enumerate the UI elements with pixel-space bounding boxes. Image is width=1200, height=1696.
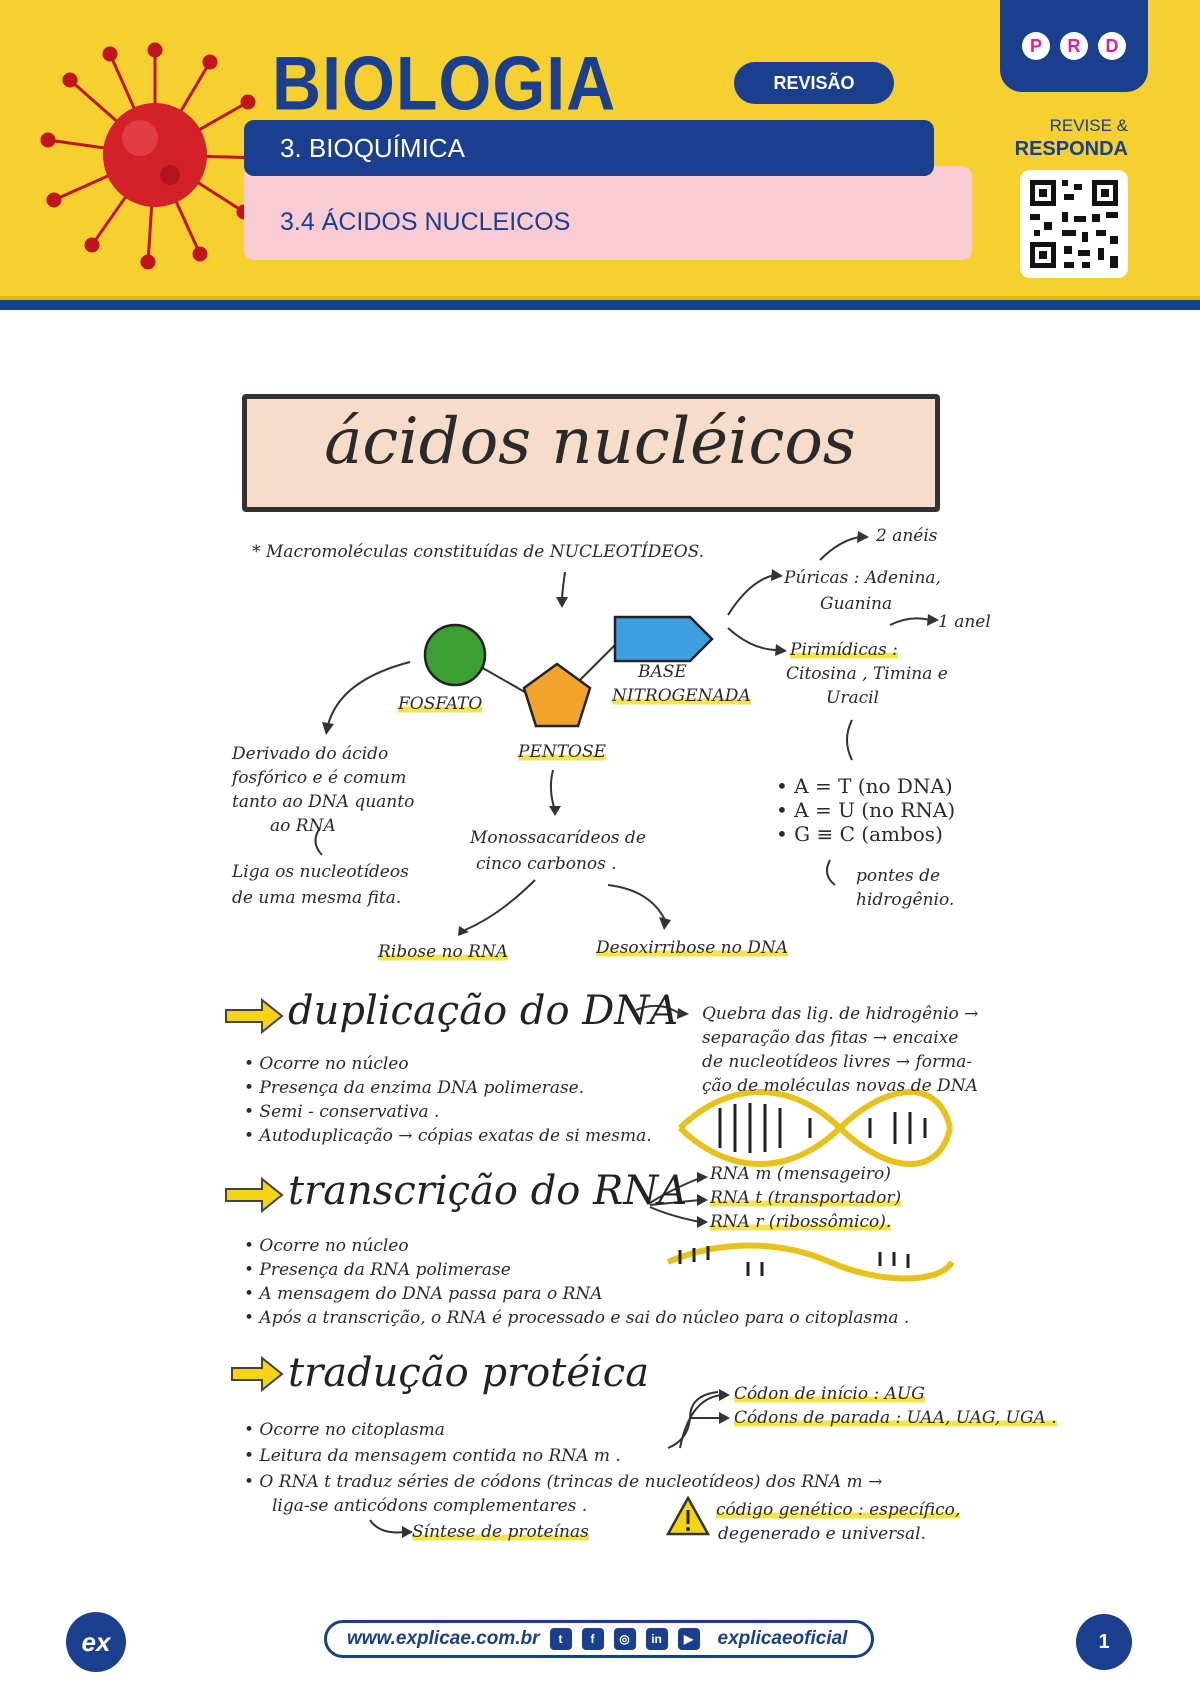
codigo-line1: código genético : específico,	[716, 1500, 961, 1520]
dup-desc-1: Quebra das lig. de hidrogênio →	[702, 1004, 979, 1024]
fosfato-liga-2: de uma mesma fita.	[232, 888, 402, 908]
linkedin-icon[interactable]: in	[645, 1628, 668, 1650]
website-link[interactable]: www.explicae.com.br	[347, 1628, 540, 1649]
purinas-line2: Guanina	[820, 594, 893, 614]
pontes-line1: pontes de	[856, 866, 941, 886]
trans-bullet-2: • Presença da RNA polimerase	[244, 1260, 511, 1280]
pair-at: • A = T (no DNA)	[776, 774, 953, 798]
page-number: 1	[1076, 1614, 1132, 1670]
notes-title: ácidos nucléicos	[324, 405, 856, 479]
pirimidicas-line3: Uracil	[826, 688, 879, 708]
subject-title: BIOLOGIA	[272, 41, 617, 127]
header-divider	[0, 300, 1200, 310]
fosfato-label: FOSFATO	[398, 694, 483, 714]
instagram-icon[interactable]: ◎	[613, 1628, 636, 1650]
codigo-line2: degenerado e universal.	[718, 1524, 926, 1544]
codon-start: Códon de início : AUG	[734, 1384, 925, 1404]
fosfato-desc-1: Derivado do ácido	[232, 744, 389, 764]
sintese-label: Síntese de proteínas	[412, 1522, 589, 1542]
trans-title: transcrição do RNA	[288, 1168, 688, 1214]
pair-au: • A = U (no RNA)	[776, 798, 956, 822]
um-anel-label: 1 anel	[938, 612, 991, 632]
chapter-title: 3. BIOQUÍMICA	[244, 120, 934, 176]
fosfato-desc-4: ao RNA	[270, 816, 336, 836]
base-label-line1: BASE	[638, 662, 687, 682]
fosfato-liga-1: Liga os nucleotídeos	[232, 862, 409, 882]
social-handle[interactable]: explicaeoficial	[717, 1628, 848, 1649]
rna-type-t: RNA t (transportador)	[710, 1188, 902, 1208]
desoxirribose-label: Desoxirribose no DNA	[596, 938, 789, 958]
fosfato-desc-3: tanto ao DNA quanto	[232, 792, 415, 812]
pair-gc: • G ≡ C (ambos)	[776, 822, 943, 846]
trad-title: tradução protéica	[288, 1350, 650, 1396]
footer-links: www.explicae.com.br t f ◎ in ▶ explicaeo…	[324, 1620, 874, 1658]
revision-badge: REVISÃO	[734, 62, 894, 104]
dup-bullet-3: • Semi - conservativa .	[244, 1102, 440, 1122]
pirimidicas-line2: Citosina , Timina e	[786, 664, 948, 684]
trans-bullet-1: • Ocorre no núcleo	[244, 1236, 409, 1256]
dup-title: duplicação do DNA	[288, 988, 679, 1034]
pentose-desc-1: Monossacarídeos de	[470, 828, 646, 848]
pirimidicas-line1: Pirimídicas :	[790, 640, 898, 660]
prd-letter-p: P	[1022, 32, 1050, 60]
prd-badge: P R D	[1000, 0, 1148, 92]
base-label-line2: NITROGENADA	[612, 686, 751, 706]
pentose-desc-2: cinco carbonos .	[476, 854, 617, 874]
trans-bullet-3: • A mensagem do DNA passa para o RNA	[244, 1284, 603, 1304]
trad-bullet-4: liga-se anticódons complementares .	[272, 1496, 588, 1516]
dup-desc-3: de nucleotídeos livres → forma-	[702, 1052, 973, 1072]
dup-bullet-1: • Ocorre no núcleo	[244, 1054, 409, 1074]
section-title: 3.4 ÁCIDOS NUCLEICOS	[244, 166, 972, 260]
header-divider-accent	[0, 296, 1200, 300]
qr-code-icon[interactable]	[1020, 170, 1128, 278]
pontes-line2: hidrogênio.	[856, 890, 955, 910]
trad-bullet-2: • Leitura da mensagem contida no RNA m .	[244, 1446, 621, 1466]
trad-bullet-1: • Ocorre no citoplasma	[244, 1420, 445, 1440]
trans-bullet-4: • Após a transcrição, o RNA é processado…	[244, 1308, 910, 1328]
dup-bullet-4: • Autoduplicação → cópias exatas de si m…	[244, 1126, 652, 1146]
notes-title-box	[242, 394, 940, 512]
trad-bullet-3: • O RNA t traduz séries de códons (trinc…	[244, 1472, 883, 1492]
responda-label: RESPONDA	[1014, 138, 1128, 160]
dois-aneis-label: 2 anéis	[876, 526, 938, 546]
intro-text: * Macromoléculas constituídas de NUCLEOT…	[252, 542, 705, 562]
dup-desc-4: ção de moléculas novas de DNA	[702, 1076, 978, 1096]
prd-letter-r: R	[1060, 32, 1088, 60]
ribose-label: Ribose no RNA	[378, 942, 509, 962]
pentose-label: PENTOSE	[518, 742, 607, 762]
revise-label: REVISE &	[1049, 116, 1128, 135]
prd-letter-d: D	[1098, 32, 1126, 60]
dup-desc-2: separação das fitas → encaixe	[702, 1028, 959, 1048]
youtube-icon[interactable]: ▶	[677, 1628, 700, 1650]
twitter-icon[interactable]: t	[549, 1628, 572, 1650]
dup-bullet-2: • Presença da enzima DNA polimerase.	[244, 1078, 585, 1098]
rna-type-r: RNA r (ribossômico).	[710, 1212, 892, 1232]
purinas-line1: Púricas : Adenina,	[784, 568, 941, 588]
fosfato-desc-2: fosfórico e é comum	[232, 768, 407, 788]
codon-stop: Códons de parada : UAA, UAG, UGA .	[734, 1408, 1057, 1428]
rna-type-m: RNA m (mensageiro)	[710, 1164, 891, 1184]
facebook-icon[interactable]: f	[581, 1628, 604, 1650]
explicae-logo[interactable]: ex	[66, 1612, 126, 1672]
